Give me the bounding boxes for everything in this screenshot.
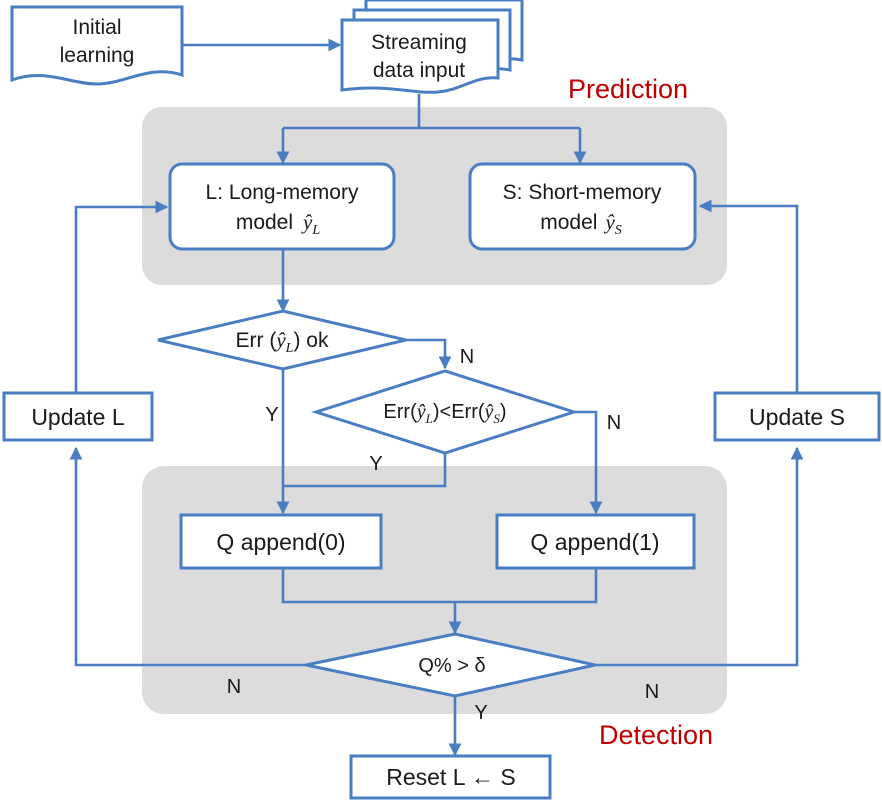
err-ok-decision: Err (ŷL) ok	[157, 309, 407, 371]
err-ok-label: Err (ŷL) ok	[236, 328, 329, 356]
edge-threshold-right	[595, 446, 804, 667]
q-append-0-node: Q append(0)	[179, 513, 383, 570]
edge-update-s-to-short-memory	[698, 199, 799, 392]
err-ok-yes-label: Y	[265, 404, 278, 426]
threshold-right-no-label: N	[645, 681, 659, 703]
compare-yes-label: Y	[369, 453, 382, 475]
threshold-label: Q% > δ	[418, 655, 485, 677]
reset-label: Reset L ← S	[386, 764, 516, 790]
edge-compare-no	[574, 410, 603, 515]
initial-learning-line2: learning	[60, 44, 135, 67]
err-ok-no-label: N	[460, 346, 474, 368]
err-compare-decision: Err(ŷL)<Err(ŷS)	[311, 369, 579, 455]
compare-no-label: N	[607, 412, 621, 434]
edge-compare-yes	[283, 454, 447, 488]
update-l-label: Update L	[31, 404, 125, 430]
edge-update-l-to-long-memory	[74, 200, 169, 392]
long-memory-line1: L: Long-memory	[206, 181, 359, 204]
reset-node: Reset L ← S	[349, 754, 552, 800]
q-append-0-label: Q append(0)	[216, 529, 345, 555]
short-memory-line1: S: Short-memory	[503, 181, 662, 204]
edge-q0-merge	[281, 568, 598, 604]
prediction-label: Prediction	[568, 74, 688, 104]
q-append-1-label: Q append(1)	[530, 529, 659, 555]
detection-label: Detection	[599, 720, 713, 750]
edge-threshold-left	[69, 446, 306, 667]
initial-learning-line1: Initial	[72, 16, 121, 39]
update-s-label: Update S	[749, 404, 845, 430]
err-compare-label: Err(ŷL)<Err(ŷS)	[383, 401, 506, 426]
update-l-node: Update L	[2, 391, 154, 442]
initial-learning-node: Initial learning	[10, 5, 184, 86]
edge-err-ok-no	[406, 338, 452, 370]
streaming-input-line2: data input	[373, 59, 465, 82]
q-append-1-node: Q append(1)	[495, 513, 696, 570]
threshold-decision: Q% > δ	[305, 632, 596, 698]
threshold-left-no-label: N	[227, 676, 241, 698]
update-s-node: Update S	[713, 391, 881, 442]
streaming-input-node: Streaming data input	[340, 0, 524, 94]
threshold-yes-label: Y	[474, 702, 487, 724]
streaming-input-line1: Streaming	[371, 31, 467, 54]
